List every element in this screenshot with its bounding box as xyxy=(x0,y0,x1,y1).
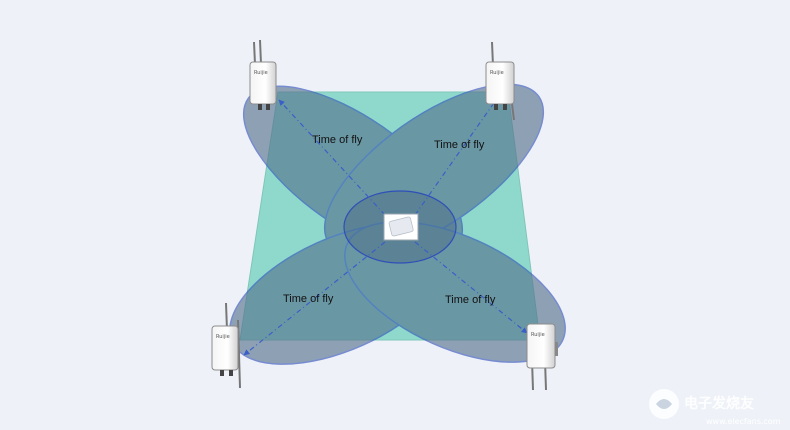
access-point-top-right-icon: Ruijie xyxy=(485,41,515,121)
tof-label-top-right: Time of fly xyxy=(434,139,485,151)
ap-brand-text: Ruijie xyxy=(216,334,230,340)
access-point-bottom-left-icon: Ruijie xyxy=(211,302,241,389)
tof-arrow-bottom-right xyxy=(414,241,528,334)
client-device-icon xyxy=(383,213,419,241)
tof-arrow-top-left xyxy=(278,99,386,216)
watermark-text: 电子发烧友 xyxy=(684,395,754,412)
watermark-url: www.elecfans.com xyxy=(706,417,781,426)
watermark: 电子发烧友 www.elecfans.com xyxy=(649,389,781,426)
tof-label-bottom-right: Time of fly xyxy=(445,294,496,306)
coverage-ellipse-bottom-right xyxy=(344,221,566,363)
tof-label-bottom-left: Time of fly xyxy=(283,293,334,305)
ap-brand-text: Ruijie xyxy=(531,332,545,338)
tof-label-top-left: Time of fly xyxy=(312,134,363,146)
ap-brand-text: Ruijie xyxy=(490,70,504,76)
ap-brand-text: Ruijie xyxy=(254,70,268,76)
access-point-top-left-icon: Ruijie xyxy=(249,39,277,110)
access-point-bottom-right-icon: Ruijie xyxy=(526,323,558,391)
